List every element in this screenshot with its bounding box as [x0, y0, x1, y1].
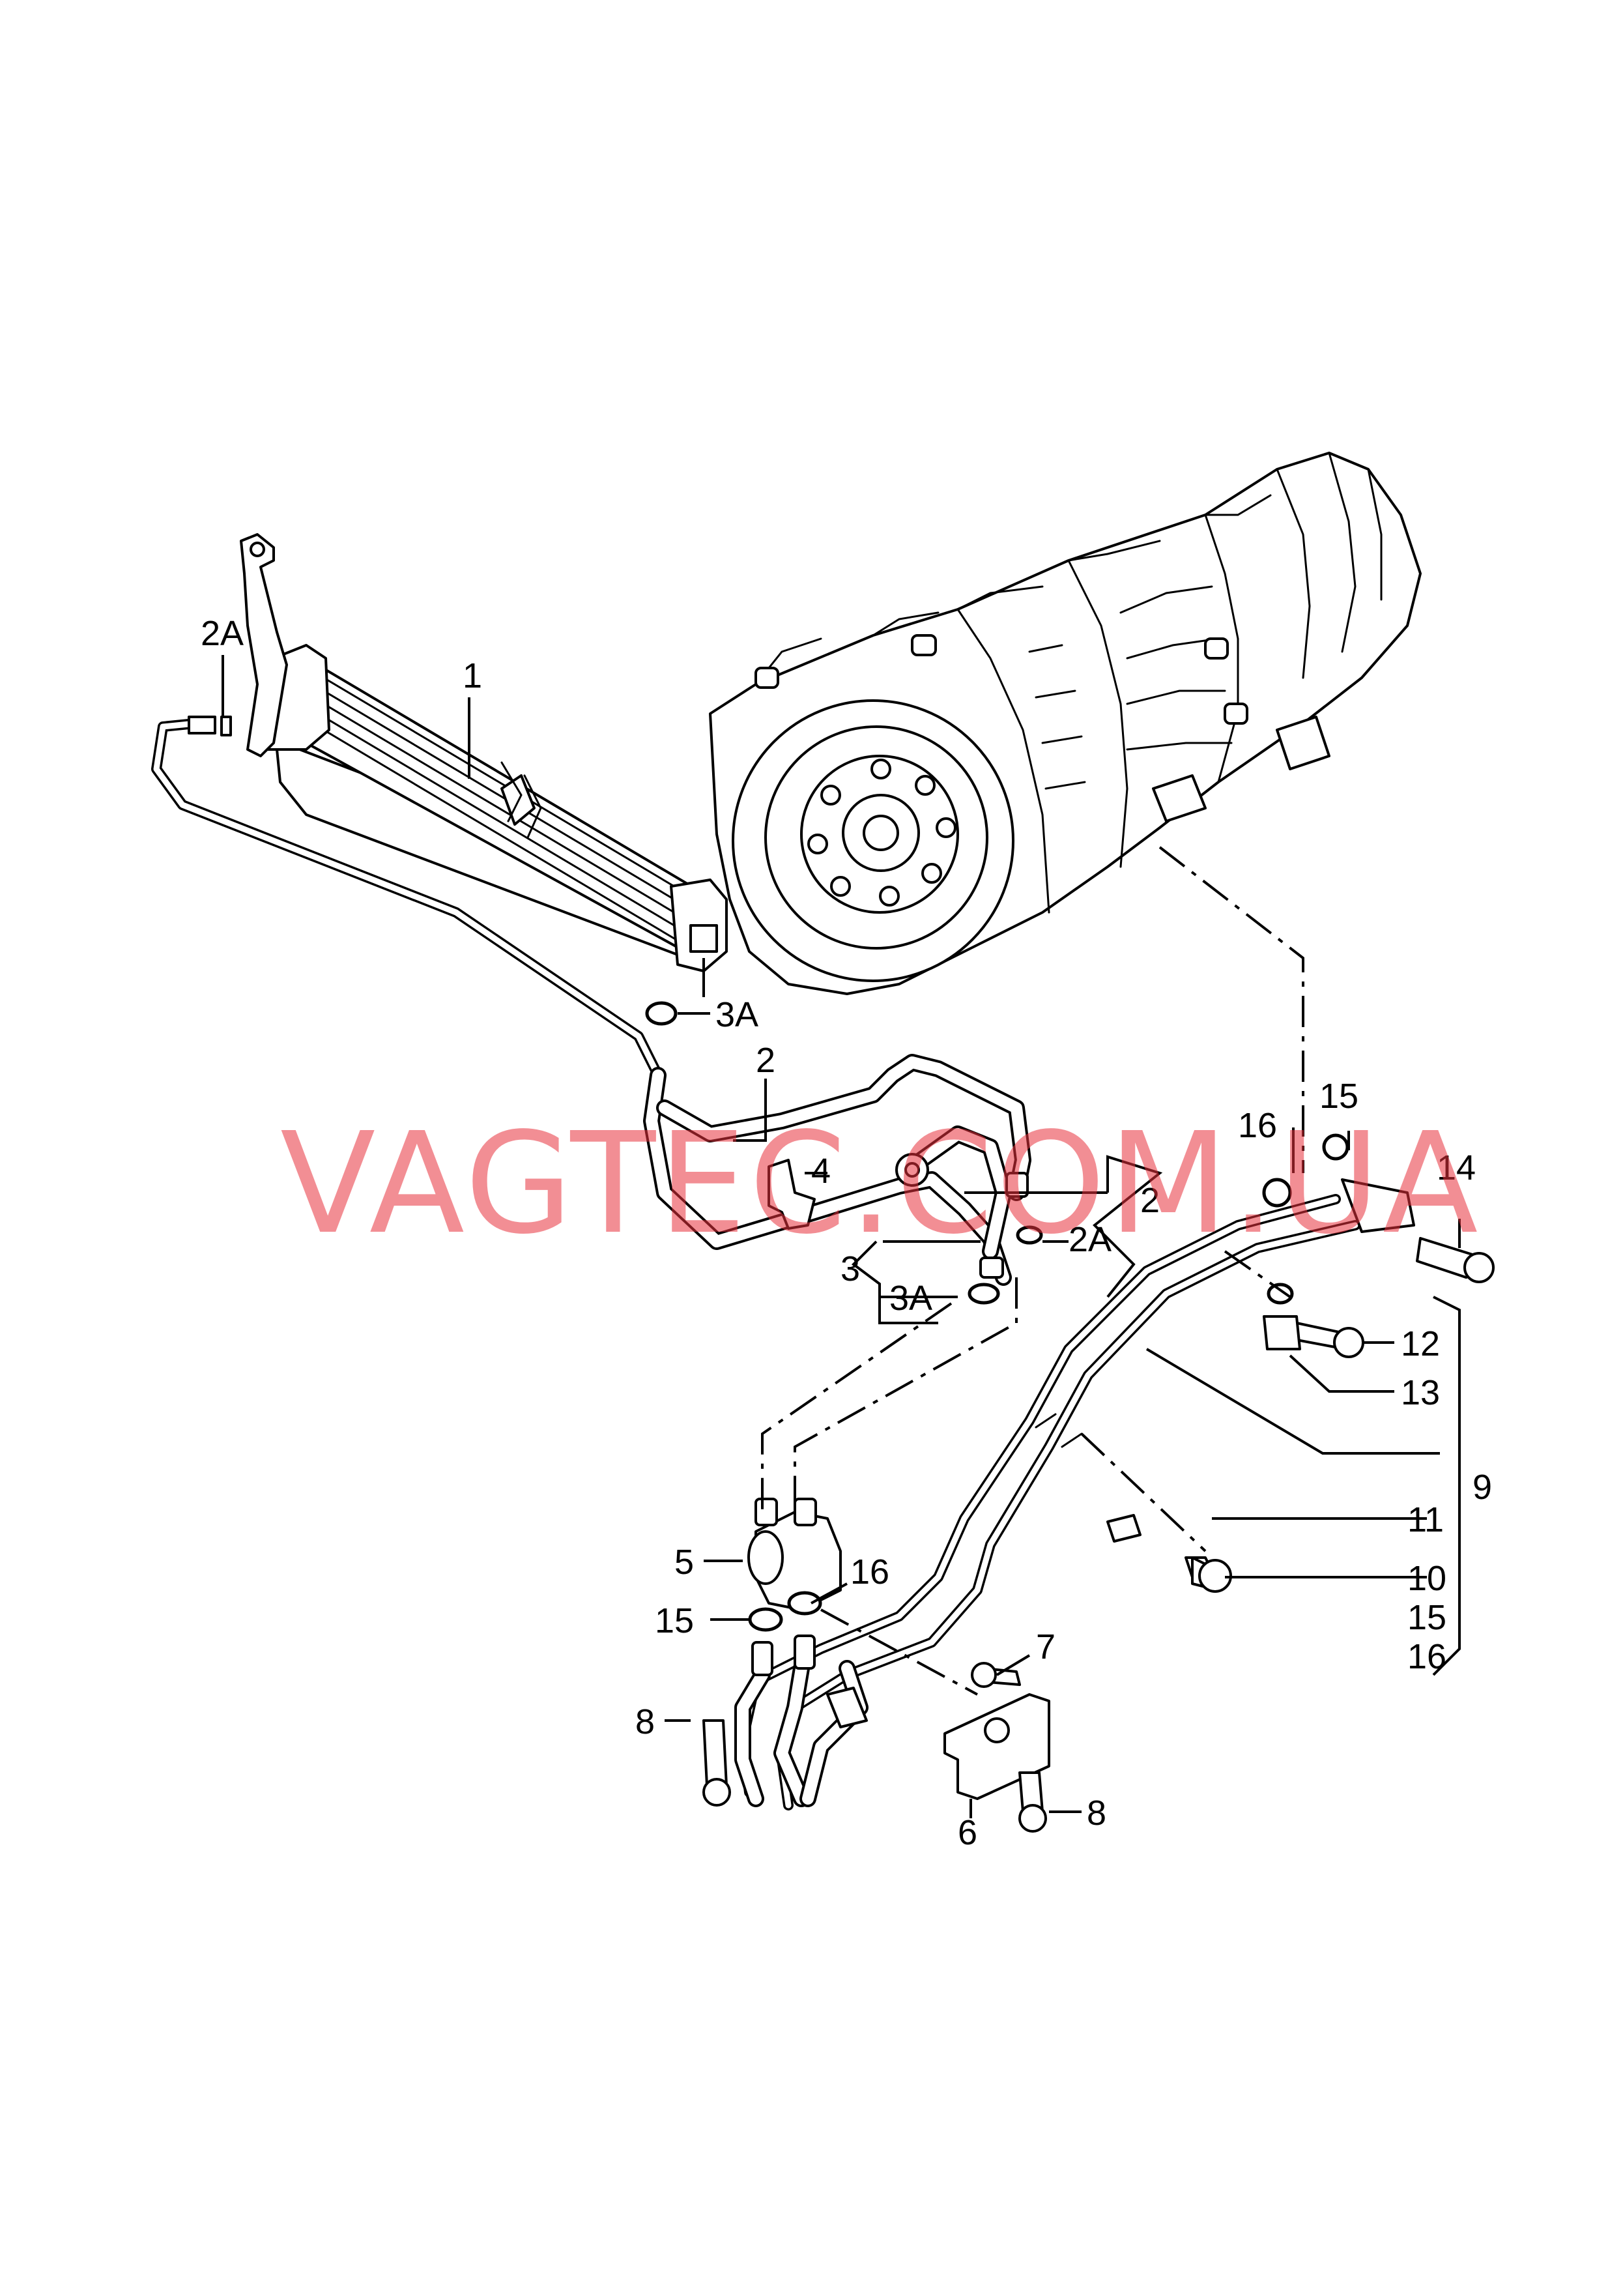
pipe-union	[895, 1153, 929, 1187]
callout-4: 4	[811, 1152, 831, 1191]
callout-15-left: 15	[655, 1601, 694, 1640]
callout-10: 10	[1407, 1559, 1446, 1598]
callout-15-right: 15	[1407, 1598, 1446, 1637]
callout-2a-right: 2A	[1069, 1220, 1112, 1259]
callout-3: 3	[840, 1249, 860, 1288]
callout-9: 9	[1472, 1468, 1492, 1507]
cooler-return-pipe	[151, 716, 663, 1081]
lower-hoses	[734, 1635, 869, 1807]
converter-bolts	[807, 759, 956, 907]
callout-11: 11	[1407, 1500, 1444, 1539]
leader-lines	[222, 655, 1461, 1818]
callout-2-top: 2	[756, 1041, 775, 1080]
callout-7: 7	[1036, 1627, 1056, 1666]
callout-5: 5	[674, 1543, 694, 1582]
torque-converter	[732, 699, 1014, 982]
oil-pipe-2	[643, 1067, 1012, 1286]
callout-3a-mid: 3A	[889, 1279, 932, 1318]
oil-pipe-3	[904, 1126, 1029, 1279]
oil-pipe-2-upper	[656, 1054, 1031, 1201]
callout-1: 1	[463, 656, 482, 695]
callout-14: 14	[1437, 1148, 1476, 1187]
callout-8-left: 8	[635, 1702, 655, 1741]
callout-12: 12	[1401, 1324, 1440, 1363]
callout-16-mid: 16	[850, 1552, 889, 1591]
callout-16-right: 16	[1407, 1637, 1446, 1676]
union-block-5	[747, 1498, 842, 1611]
callout-2-right: 2	[1140, 1181, 1160, 1220]
callout-6: 6	[958, 1813, 977, 1852]
bracket-4	[768, 1159, 816, 1230]
oil-cooler	[256, 644, 728, 972]
callout-2a-top: 2A	[201, 614, 244, 653]
cooler-mounting-bracket	[240, 533, 288, 757]
callout-15-top: 15	[1319, 1077, 1358, 1116]
assembly-guide-lines	[761, 846, 1304, 1696]
watermark-text: VAGTEC.COM.UA	[280, 1103, 1480, 1265]
callout-labels: 1 2A 3A 2 4 2 2A 3 3A 15 16 14 12 13 9 1…	[201, 614, 1492, 1852]
bolts	[702, 1237, 1495, 1833]
callout-16-top: 16	[1238, 1106, 1277, 1145]
callout-3a-top: 3A	[715, 995, 758, 1034]
callout-13: 13	[1401, 1373, 1440, 1412]
sealing-rings	[645, 1001, 1349, 1632]
callout-8-right: 8	[1087, 1794, 1106, 1833]
